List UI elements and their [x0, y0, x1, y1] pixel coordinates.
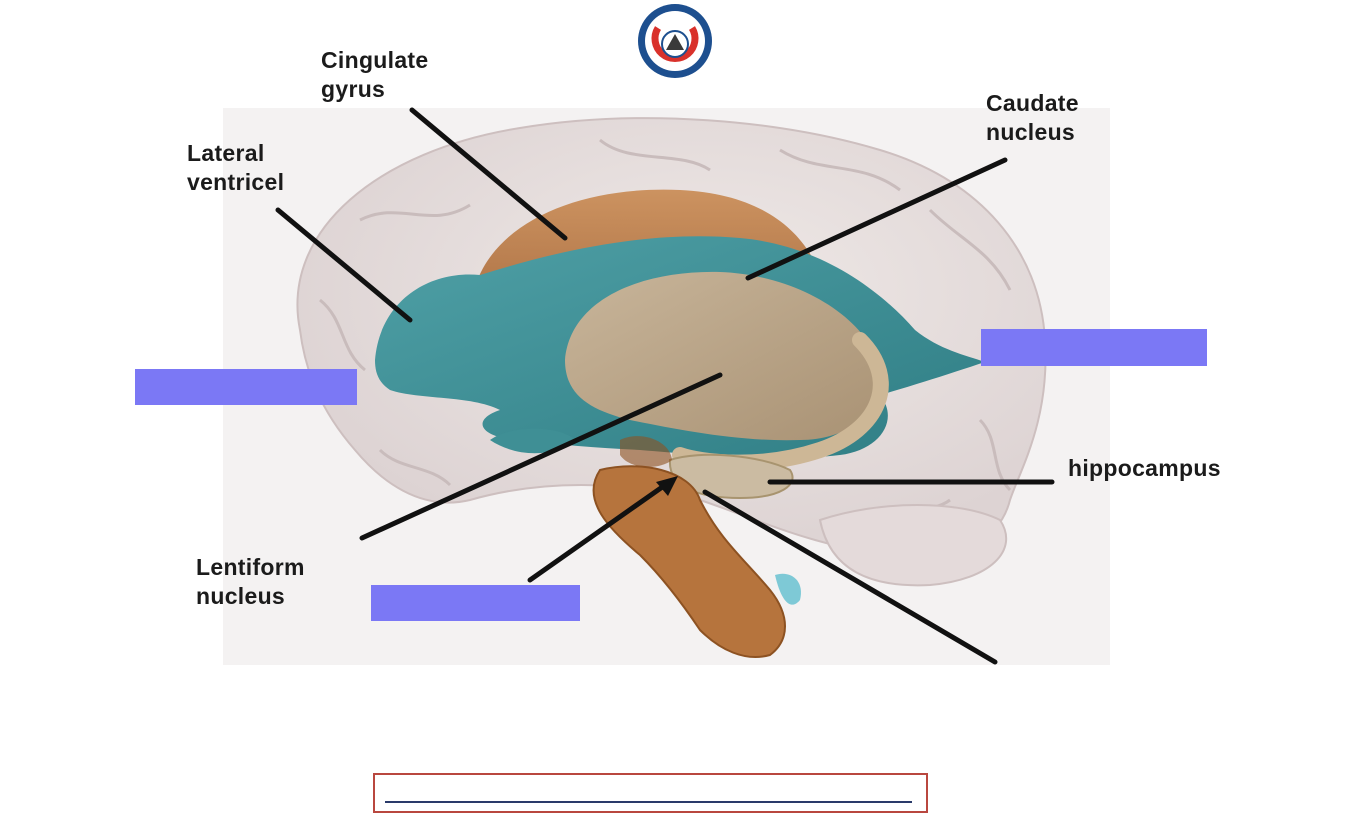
hidden-label-right [981, 329, 1207, 366]
answer-box [373, 773, 928, 813]
pointer-caudate [745, 157, 1008, 281]
pointer-lower-right [702, 489, 998, 665]
pons-shadow [620, 436, 672, 467]
pointer-lower-left [527, 480, 671, 583]
fourth-ventricle-hint [775, 573, 801, 605]
pointer-lentiform [359, 372, 723, 541]
pointer-lateral [275, 207, 413, 323]
pointer-cingulate [409, 107, 568, 241]
temporal-fragment [490, 428, 575, 454]
label-cingulate-gyrus: Cingulate gyrus [321, 47, 429, 102]
label-hippocampus: hippocampus [1068, 455, 1221, 481]
college-logo [638, 4, 712, 78]
brainstem [592, 465, 786, 659]
label-lentiform-nucleus: Lentiform nucleus [196, 554, 305, 609]
label-caudate-nucleus: Caudate nucleus [986, 90, 1079, 145]
cingulate-gyrus [470, 189, 830, 350]
label-lateral-ventricle: Lateral ventricel [187, 140, 285, 195]
hidden-label-left [135, 369, 357, 405]
hidden-label-bottom [371, 585, 580, 621]
pointer-lines [275, 107, 1055, 665]
answer-line [385, 801, 912, 803]
caudate-thalamus [565, 271, 881, 441]
arrowhead-lower-left [656, 476, 678, 496]
gyri-lines [319, 138, 1012, 522]
cerebellum [818, 504, 1007, 587]
